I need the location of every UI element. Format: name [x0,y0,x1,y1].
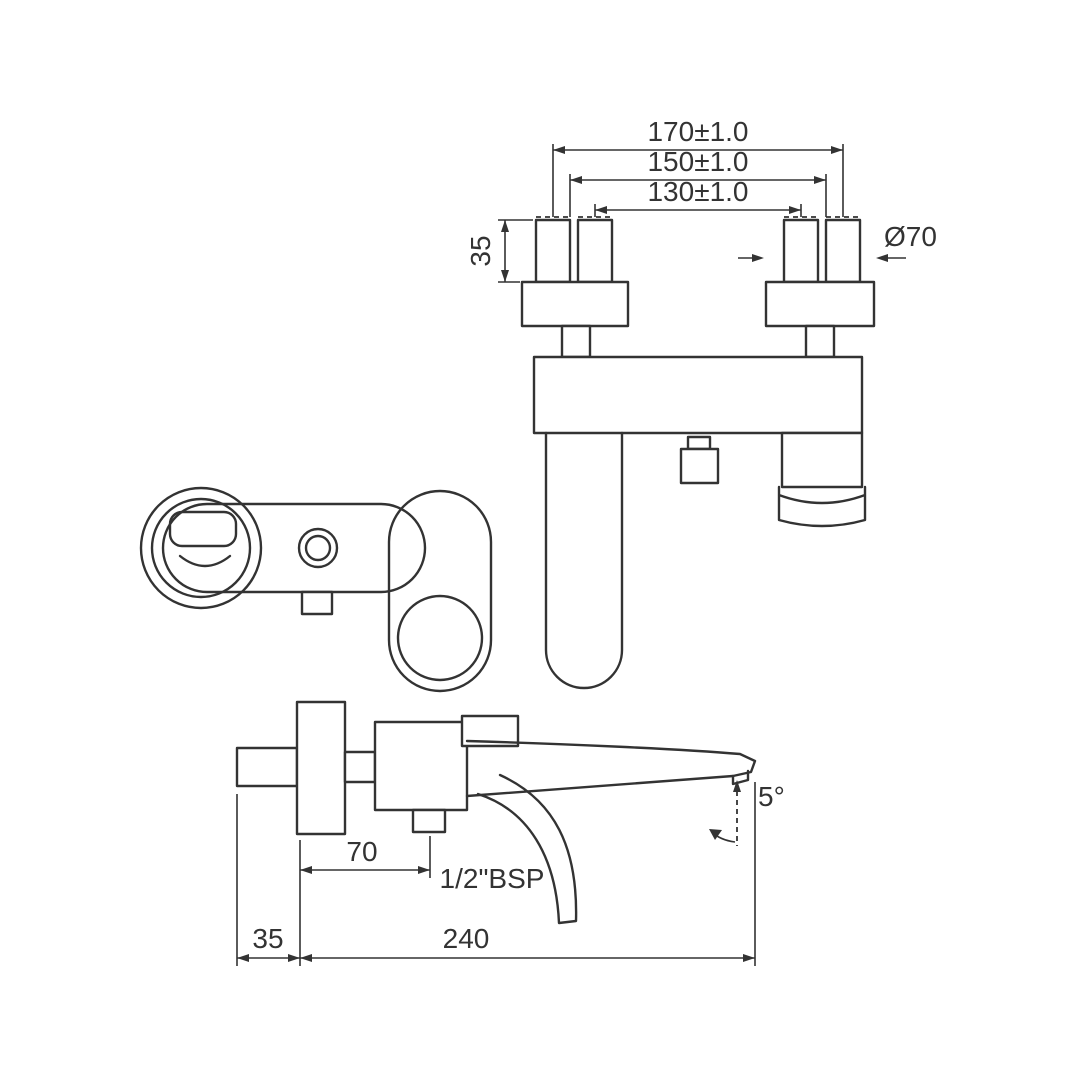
body-capsule-top [161,502,427,594]
right-flange-tab [804,324,836,359]
front-view [520,216,876,690]
dimension-170: 170±1.0 [552,116,844,217]
dimension-150: 150±1.0 [569,146,827,217]
handle-lever-side [476,773,578,925]
handle-front [544,431,624,690]
spout-side [465,739,757,798]
dimension-35-connector: 35 [465,219,533,283]
wall-flange-outer-circle [139,486,263,610]
dim-label-35-connector: 35 [465,235,496,266]
connector-side [343,750,377,784]
dim-label-35-wall: 35 [252,923,283,954]
dimension-70: 70 [299,836,431,878]
dim-label-dia70: Ø70 [884,221,937,252]
dimension-dia70: Ø70 [738,221,937,262]
dim-label-70: 70 [346,836,377,867]
tab-top [300,590,334,616]
spout-stub-front [780,431,864,489]
left-leg-inner-nut [576,218,614,284]
aerator-cup [777,485,867,528]
left-flange [520,280,630,328]
mixer-body [532,355,864,435]
diverter-top-inner [304,534,332,562]
body-side [373,720,469,812]
wall-flange-inner-circle [150,497,252,599]
spout-top-curve [178,554,232,568]
diverter-knob [679,447,720,485]
label-bsp: 1/2"BSP [440,863,545,894]
bsp-port [411,808,447,834]
dim-label-240: 240 [443,923,490,954]
plan-view [139,486,493,693]
handle-top-oval [387,489,493,693]
escutcheon-side [295,700,347,836]
right-leg-inner-nut [782,218,820,284]
diverter-stem [686,435,712,451]
dim-label-bsp: 1/2"BSP [440,863,545,894]
wall-pipe [235,746,299,788]
right-leg-outer-nut [824,218,862,284]
dim-label-angle5: 5° [758,781,785,812]
left-leg-outer-nut [534,218,572,284]
dimension-130: 130±1.0 [594,176,802,217]
side-view [235,700,757,925]
dimension-240: 240 [300,782,756,966]
dim-label-150: 150±1.0 [647,146,748,177]
dimension-angle-5: 5° [709,780,785,846]
handle-top-circle [396,594,484,682]
spout-outlet-nub [731,769,750,786]
dimension-35-wall: 35 [236,794,301,966]
diverter-top-outer [297,527,339,569]
left-flange-tab [560,324,592,359]
spout-top-outline [168,510,238,548]
right-flange [764,280,876,328]
dim-label-130: 130±1.0 [647,176,748,207]
dim-label-170: 170±1.0 [647,116,748,147]
